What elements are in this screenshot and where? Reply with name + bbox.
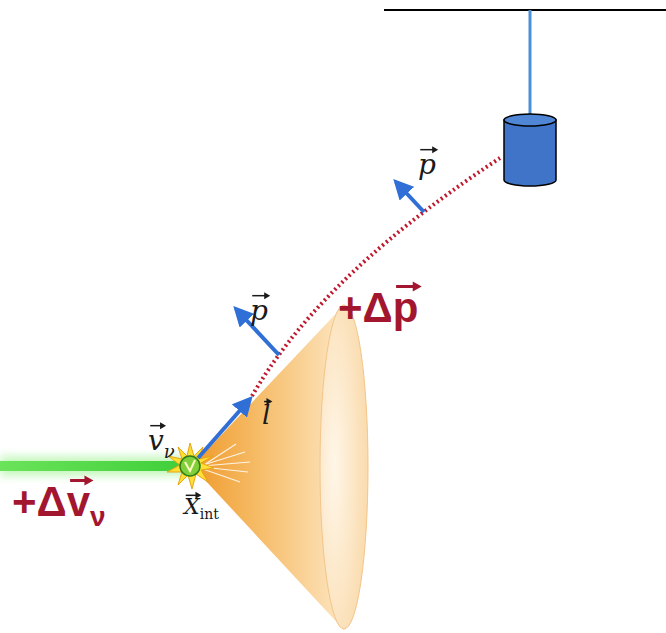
subscript: int <box>200 506 219 522</box>
math-label: p <box>418 148 436 181</box>
symbol: +Δ <box>338 284 393 331</box>
momentum-arrow <box>396 182 424 212</box>
math-label: l <box>262 400 270 430</box>
symbol: v <box>67 478 90 525</box>
symbol: l <box>262 400 270 430</box>
symbol: +Δ <box>12 478 67 525</box>
symbol: p <box>393 284 419 331</box>
math-label: p <box>250 294 268 327</box>
math-label: vν <box>148 424 175 457</box>
symbol: v <box>148 424 164 457</box>
symbol: p <box>250 294 268 327</box>
math-label: Xint <box>184 494 219 519</box>
ceiling-line <box>384 9 666 11</box>
subscript: ν <box>164 441 175 462</box>
symbol: X <box>184 494 200 519</box>
string <box>529 10 532 120</box>
neutrino-beam <box>0 456 190 476</box>
trajectory <box>252 158 500 396</box>
math-label: +Δp <box>338 284 418 332</box>
lepton-arrow <box>198 399 250 458</box>
shower-cone <box>192 305 368 630</box>
cylinder <box>504 114 556 186</box>
symbol: p <box>418 148 436 181</box>
math-label: +Δvν <box>12 478 106 526</box>
subscript: ν <box>90 501 106 532</box>
